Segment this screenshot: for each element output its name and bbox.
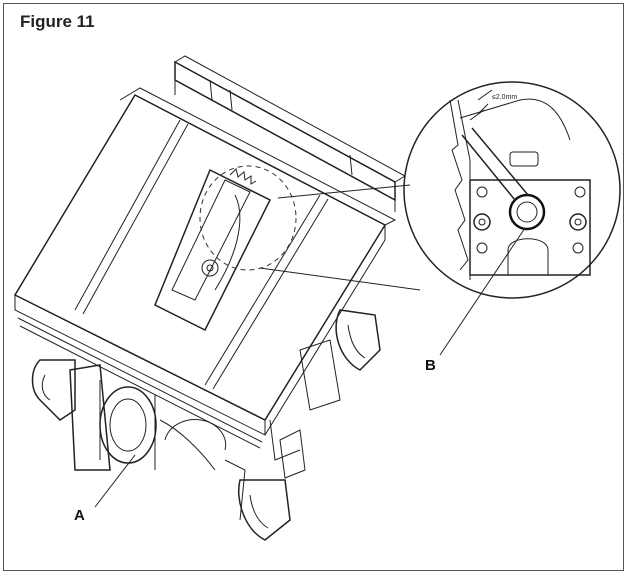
leader-a — [94, 454, 136, 508]
table-top — [13, 87, 397, 449]
blade-area — [154, 165, 421, 332]
detail-view: ≤2.0mm — [403, 81, 621, 299]
figure-title: Figure 11 — [20, 12, 95, 31]
callout-a: A — [74, 507, 85, 524]
saw-base — [31, 309, 381, 541]
leader-b — [439, 227, 526, 356]
rip-fence — [174, 55, 407, 212]
detail-scale-text: ≤2.0mm — [492, 94, 517, 101]
figure-frame — [3, 3, 624, 571]
callout-b: B — [425, 357, 436, 374]
